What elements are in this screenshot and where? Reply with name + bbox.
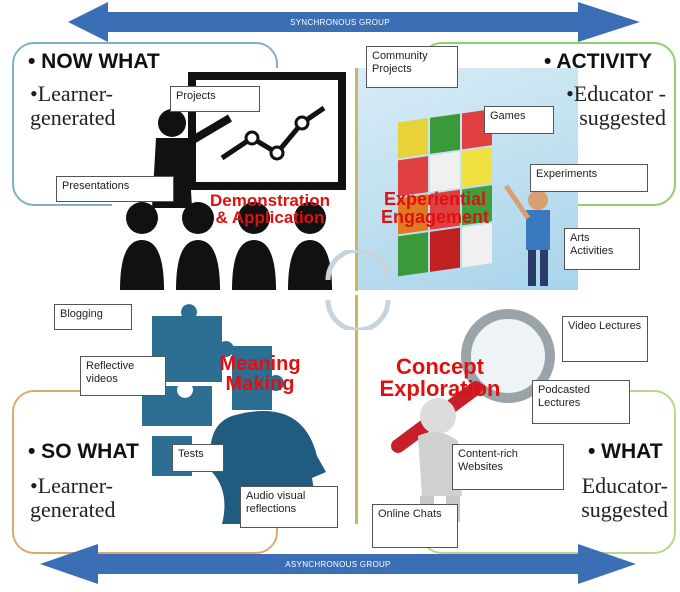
tag-content-rich-websites: Content-rich Websites bbox=[452, 444, 564, 490]
tag-online-chats: Online Chats bbox=[372, 504, 458, 548]
what-sub: Educator- suggested bbox=[581, 473, 668, 522]
tag-games: Games bbox=[484, 106, 554, 134]
tag-community-projects: Community Projects bbox=[366, 46, 458, 88]
demonstration-title: Demonstration & Application bbox=[210, 191, 330, 227]
meaning-title: Meaning Making bbox=[219, 353, 301, 395]
now-what-sub: •Learner- generated bbox=[30, 81, 116, 130]
so-what-heading: • SO WHAT bbox=[28, 440, 139, 463]
tag-tests: Tests bbox=[172, 444, 224, 472]
center-horizontal-divider bbox=[112, 291, 578, 295]
tag-experiments: Experiments bbox=[530, 164, 648, 192]
tag-projects: Projects bbox=[170, 86, 260, 112]
what-heading: • WHAT bbox=[588, 440, 663, 463]
tag-arts-activities: Arts Activities bbox=[564, 228, 640, 270]
activity-sub: •Educator - suggested bbox=[566, 81, 666, 130]
asynchronous-label: ASYNCHRONOUS GROUP bbox=[285, 560, 391, 569]
tag-video-lectures: Video Lectures bbox=[562, 316, 648, 362]
cycle-arrows-icon bbox=[325, 250, 391, 330]
tag-podcasted-lectures: Podcasted Lectures bbox=[532, 380, 630, 424]
activity-heading: • ACTIVITY bbox=[544, 50, 653, 73]
synchronous-label: SYNCHRONOUS GROUP bbox=[290, 18, 390, 27]
now-what-heading: • NOW WHAT bbox=[28, 50, 160, 73]
tag-blogging: Blogging bbox=[54, 304, 132, 330]
tag-reflective-videos: Reflective videos bbox=[80, 356, 166, 396]
experiential-title: Experiential Engagement bbox=[380, 189, 490, 227]
tag-presentations: Presentations bbox=[56, 176, 174, 202]
presentation-audience-icon bbox=[120, 72, 346, 290]
concept-title: Concept Exploration bbox=[379, 354, 501, 401]
tag-audio-visual: Audio visual reflections bbox=[240, 486, 338, 528]
center-vertical-divider bbox=[355, 68, 358, 524]
so-what-sub: •Learner- generated bbox=[30, 473, 116, 522]
magnifier-figure-icon bbox=[391, 309, 555, 522]
